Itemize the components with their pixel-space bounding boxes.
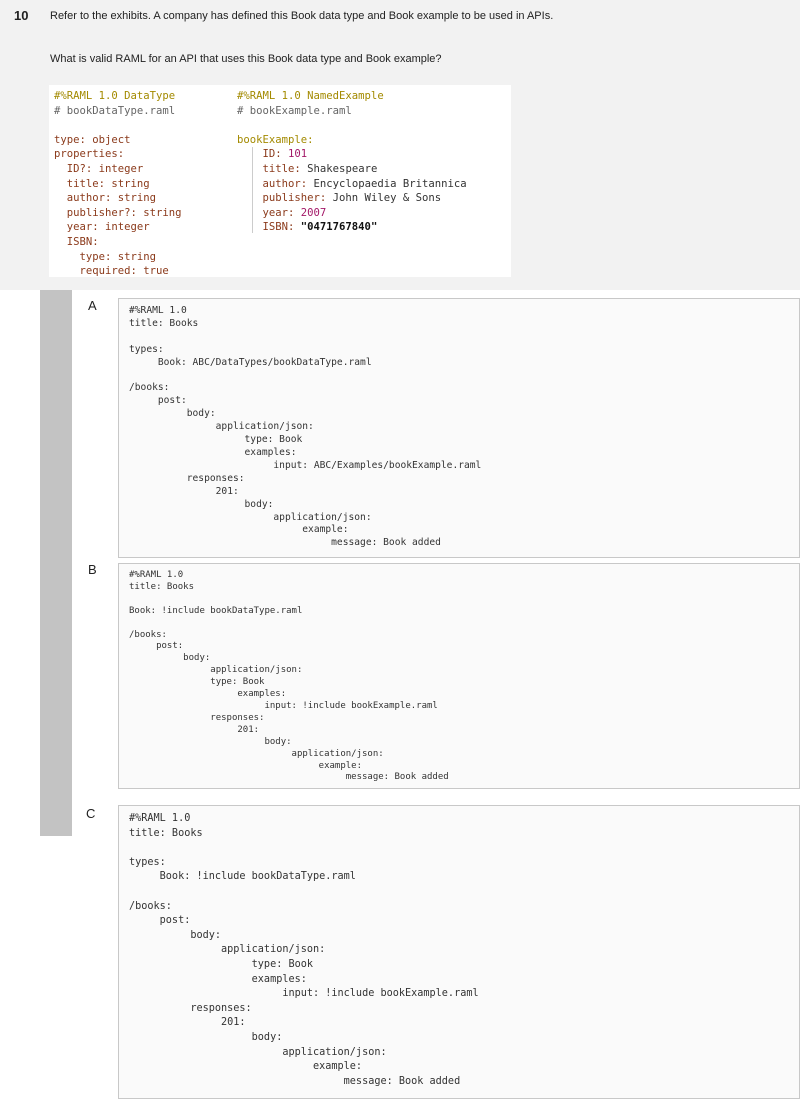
datatype-line: type: object: [54, 133, 131, 146]
example-key: bookExample:: [237, 133, 314, 146]
datatype-exhibit: #%RAML 1.0 DataType # bookDataType.raml …: [54, 89, 182, 279]
question-text: Refer to the exhibits. A company has def…: [50, 10, 554, 22]
option-a-code: #%RAML 1.0 title: Books types: Book: ABC…: [129, 305, 482, 549]
exhibit-code: #%RAML 1.0 DataType # bookDataType.raml …: [49, 85, 511, 277]
example-value: 101: [288, 148, 308, 161]
example-key: author:: [237, 177, 314, 190]
option-a-letter: A: [88, 298, 97, 313]
datatype-line: ID?: integer: [54, 162, 144, 175]
option-c-code: #%RAML 1.0 title: Books types: Book: !in…: [129, 813, 479, 1087]
option-b[interactable]: #%RAML 1.0 title: Books Book: !include b…: [118, 563, 800, 789]
option-b-code: #%RAML 1.0 title: Books Book: !include b…: [129, 570, 449, 783]
example-key: publisher:: [237, 192, 333, 205]
datatype-line: properties:: [54, 148, 125, 161]
example-key: year:: [237, 206, 301, 219]
question-prompt: What is valid RAML for an API that uses …: [50, 53, 442, 65]
datatype-line: ISBN:: [54, 235, 99, 248]
question-number: 10: [14, 8, 29, 23]
option-c[interactable]: #%RAML 1.0 title: Books types: Book: !in…: [118, 805, 800, 1099]
datatype-line: year: integer: [54, 221, 150, 234]
example-key: ISBN:: [237, 221, 301, 234]
option-c-letter: C: [86, 806, 96, 821]
datatype-line: # bookDataType.raml: [54, 104, 176, 117]
selection-bar: [40, 290, 72, 836]
example-key: # bookExample.raml: [237, 104, 352, 117]
example-value: Encyclopaedia Britannica: [313, 177, 467, 190]
question-panel: 10 Refer to the exhibits. A company has …: [0, 0, 800, 290]
datatype-line: type: string: [54, 250, 157, 263]
example-key: title:: [237, 162, 308, 175]
example-value: 2007: [300, 206, 327, 219]
datatype-line: author: string: [54, 192, 157, 205]
example-value: John Wiley & Sons: [332, 192, 442, 205]
indent-guide: [252, 147, 253, 233]
datatype-line: publisher?: string: [54, 206, 182, 219]
example-exhibit: #%RAML 1.0 NamedExample # bookExample.ra…: [237, 89, 467, 235]
datatype-line: title: string: [54, 177, 150, 190]
option-a[interactable]: #%RAML 1.0 title: Books types: Book: ABC…: [118, 298, 800, 558]
example-key: ID:: [237, 148, 289, 161]
example-value: Shakespeare: [307, 162, 378, 175]
datatype-line: required: true: [54, 265, 169, 278]
option-b-letter: B: [88, 562, 97, 577]
example-key: #%RAML 1.0 NamedExample: [237, 90, 384, 102]
datatype-line: #%RAML 1.0 DataType: [54, 90, 176, 102]
example-value: "0471767840": [300, 221, 378, 234]
